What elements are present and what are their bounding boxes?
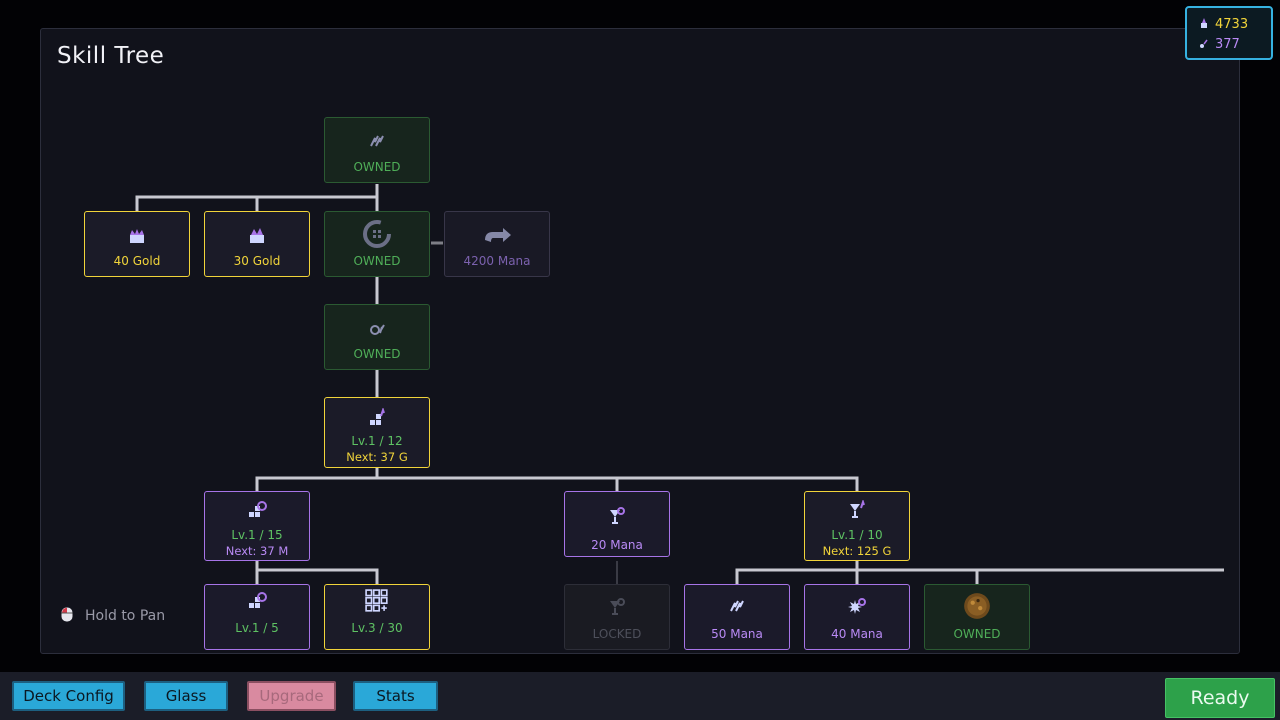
crown-bars-icon [85, 226, 189, 246]
lightning-icon [685, 597, 789, 617]
skill-node-20-mana[interactable]: 20 Mana [564, 491, 670, 557]
tree-connections [135, 184, 1224, 584]
skill-node-lv12[interactable]: Lv.1 / 12 Next: 37 G [324, 397, 430, 468]
skill-node-lv5[interactable]: Lv.1 / 5 [204, 584, 310, 650]
node-level: Lv.3 / 30 [351, 621, 403, 635]
skill-node-root[interactable]: OWNED [324, 117, 430, 183]
skill-node-lv10[interactable]: Lv.1 / 10 Next: 125 G [804, 491, 910, 561]
gold-counter: 4733 [1199, 17, 1248, 32]
node-cost: 40 Gold [113, 254, 161, 268]
mana-drop-icon [1200, 39, 1208, 48]
node-status: OWNED [353, 254, 401, 268]
skill-node-lv15[interactable]: Lv.1 / 15 Next: 37 M [204, 491, 310, 561]
stats-button[interactable]: Stats [353, 681, 438, 711]
blocks-orb-icon [205, 500, 309, 520]
refresh-icon [325, 218, 429, 250]
mana-counter: 377 [1199, 37, 1240, 52]
node-cost: 30 Gold [233, 254, 281, 268]
node-level: Lv.1 / 12 [351, 434, 403, 448]
grid-icon [325, 589, 429, 612]
skill-tree-panel[interactable]: Skill Tree OWNED [40, 28, 1240, 654]
currency-display: 4733 377 [1185, 6, 1273, 60]
node-cost: 20 Mana [591, 538, 643, 552]
node-cost: 50 Mana [711, 627, 763, 641]
skill-node-owned-4[interactable]: OWNED [924, 584, 1030, 650]
skill-node-40-mana[interactable]: 40 Mana [804, 584, 910, 650]
upgrade-button[interactable]: Upgrade [247, 681, 336, 711]
node-status: OWNED [353, 160, 401, 174]
crystal-bars-icon [205, 226, 309, 246]
node-next-cost: Next: 125 G [822, 544, 892, 558]
cookie-icon [925, 591, 1029, 619]
node-status: OWNED [353, 347, 401, 361]
skill-node-refresh[interactable]: OWNED [324, 211, 430, 277]
blocks-orb-icon [205, 591, 309, 611]
deck-config-button[interactable]: Deck Config [12, 681, 125, 711]
skill-node-4200-mana[interactable]: 4200 Mana [444, 211, 550, 277]
skill-node-owned-3[interactable]: OWNED [324, 304, 430, 370]
mouse-icon [61, 607, 73, 622]
node-next-cost: Next: 37 G [346, 450, 408, 464]
panel-title: Skill Tree [57, 43, 165, 69]
glass-button[interactable]: Glass [144, 681, 228, 711]
ready-button[interactable]: Ready [1165, 678, 1275, 718]
node-level: Lv.1 / 5 [235, 621, 279, 635]
node-status: OWNED [953, 627, 1001, 641]
stacked-blocks-icon [325, 406, 429, 428]
orb-lightning-icon [325, 319, 429, 339]
cocktail-icon [565, 597, 669, 617]
pan-hint: Hold to Pan [61, 607, 165, 624]
skill-node-30-gold[interactable]: 30 Gold [204, 211, 310, 277]
cloud-arrow-icon [445, 226, 549, 246]
node-next-cost: Next: 37 M [225, 544, 289, 558]
node-cost: 4200 Mana [463, 254, 531, 268]
skill-node-lv30[interactable]: Lv.3 / 30 [324, 584, 430, 650]
mana-amount: 377 [1215, 37, 1240, 52]
cocktail-lightning-icon [805, 498, 909, 520]
node-status: LOCKED [592, 627, 642, 641]
skill-node-50-mana[interactable]: 50 Mana [684, 584, 790, 650]
gold-amount: 4733 [1215, 17, 1249, 32]
node-level: Lv.1 / 10 [831, 528, 883, 542]
lightning-icon [325, 132, 429, 152]
node-cost: 40 Mana [831, 627, 883, 641]
burst-orb-icon [805, 597, 909, 617]
node-level: Lv.1 / 15 [231, 528, 283, 542]
skill-node-locked[interactable]: LOCKED [564, 584, 670, 650]
cocktail-icon [565, 506, 669, 526]
pan-hint-text: Hold to Pan [85, 608, 166, 624]
skill-node-40-gold[interactable]: 40 Gold [84, 211, 190, 277]
coin-icon [1201, 18, 1207, 28]
